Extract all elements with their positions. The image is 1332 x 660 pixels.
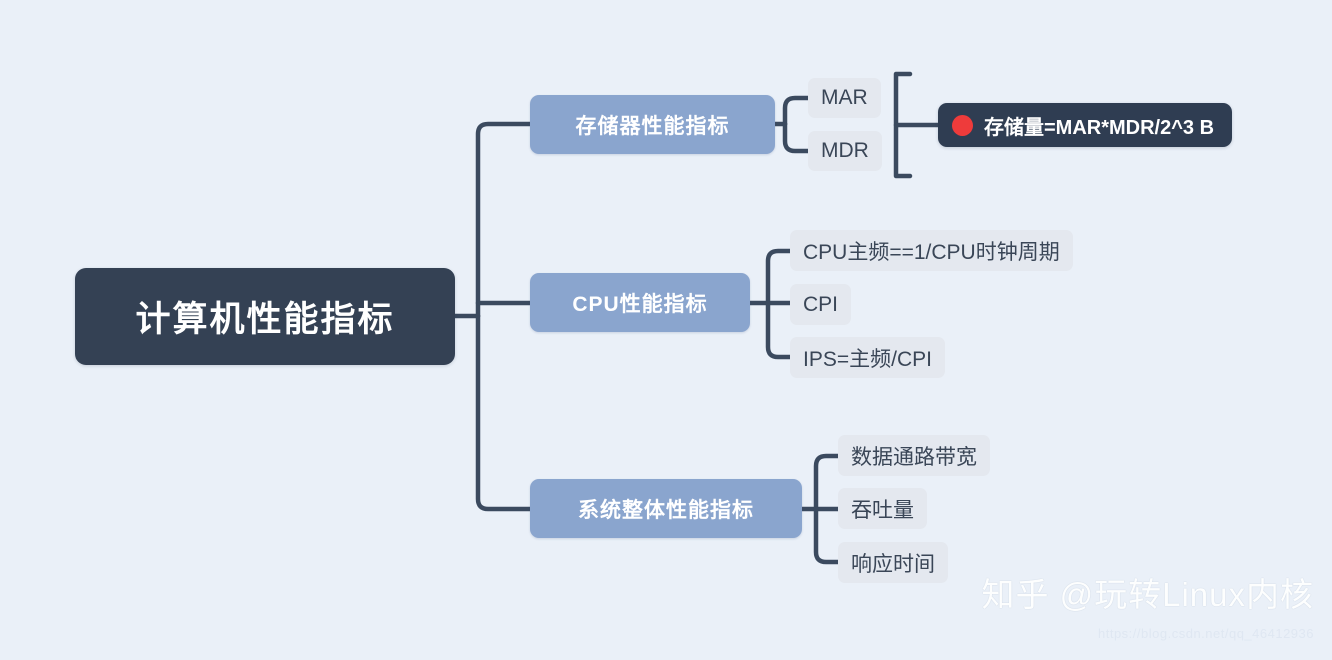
formula-callout-label: 存储量=MAR*MDR/2^3 B [984, 116, 1215, 139]
watermark-text: 知乎 @玩转Linux内核 [981, 576, 1314, 613]
leaf-node-throughput[interactable]: 吞吐量 [838, 488, 927, 529]
leaf-node-mdr[interactable]: MDR [808, 131, 882, 171]
leaf-node-cpu-frequency[interactable]: CPU主频==1/CPU时钟周期 [790, 230, 1073, 271]
branch-node-cpu[interactable]: CPU性能指标 [530, 273, 750, 332]
red-dot-icon [952, 114, 973, 136]
leaf-node-cpi[interactable]: CPI [790, 284, 852, 325]
watermark-url: https://blog.csdn.net/qq_46412936 [1098, 626, 1314, 641]
leaf-node-mar[interactable]: MAR [808, 78, 881, 118]
branch-node-system[interactable]: 系统整体性能指标 [530, 479, 802, 538]
formula-callout[interactable]: 存储量=MAR*MDR/2^3 B [938, 103, 1233, 147]
branch-node-storage[interactable]: 存储器性能指标 [530, 95, 775, 154]
root-node[interactable]: 计算机性能指标 [75, 268, 455, 365]
leaf-node-data-path-bandwidth[interactable]: 数据通路带宽 [838, 435, 990, 476]
leaf-node-ips[interactable]: IPS=主频/CPI [790, 337, 945, 378]
leaf-node-response-time[interactable]: 响应时间 [838, 542, 948, 583]
